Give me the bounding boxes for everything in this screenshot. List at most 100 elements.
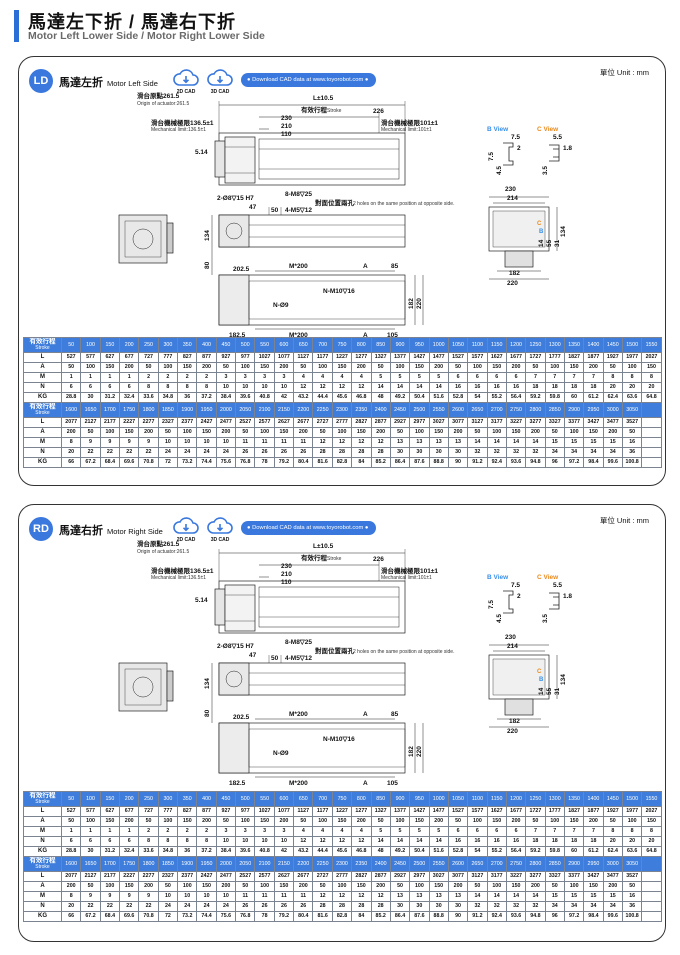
table-cell: 32 [505,901,527,912]
table-cell: 10 [235,836,256,847]
table-cell: 36 [621,447,643,458]
table-cell: 1877 [583,806,604,817]
table-cell: 2727 [312,871,333,882]
table-cell [641,881,662,892]
table-cell: 100 [409,427,430,438]
table-cell: 55.2 [486,392,507,403]
table-cell: 73.2 [177,457,198,468]
table-cell: 88.8 [428,457,449,468]
table-cell: 6 [447,826,469,837]
table-cell: 7 [583,372,604,383]
end-dim-55: 55 [546,239,553,247]
table-cell: 64.8 [641,392,662,403]
table-cell: 12 [351,836,372,847]
stroke-label-en: Stroke [35,410,50,416]
table-cell: 16 [621,437,643,448]
table-cell: 50 [80,881,101,892]
stroke-value-cell: 850 [370,337,391,353]
stroke-value-cell: 2100 [254,402,275,418]
table-cell: 18 [525,836,546,847]
table-cell: 7 [563,372,585,383]
table-cell: 2077 [60,871,82,882]
dim-a-top-label: A [363,711,368,718]
b-dim-75: 7.5 [511,134,520,141]
table-cell: 1527 [447,352,469,363]
cad-3d-link[interactable]: 3D CAD [205,517,235,545]
table-cell: 2827 [351,417,372,428]
table-cell: 14 [467,891,488,902]
table-cell: 44.4 [312,846,333,857]
table-cell: 79.2 [273,911,295,922]
table-cell: 927 [215,352,237,363]
table-cell: 10 [196,437,217,448]
cad-3d-link[interactable]: 3D CAD [205,69,235,97]
table-cell: 4 [351,372,372,383]
download-cad-link[interactable]: ● Download CAD data at www.toyorobot.com… [241,73,377,87]
stroke-value-cell: 350 [177,337,198,353]
table-cell: 50 [447,362,469,373]
table-cell: 100.8 [621,457,643,468]
table-cell: 12 [312,836,333,847]
table-cell: 50 [215,816,237,827]
table-cell: 12 [370,891,391,902]
table-cell: 82.8 [331,911,353,922]
table-cell: 2027 [641,806,662,817]
table-cell: 12 [331,382,353,393]
table-cell: 100 [177,881,198,892]
table-cell: 150 [486,816,507,827]
table-cell: 9 [99,437,121,448]
table-cell: 2427 [196,417,217,428]
table-cell: 150 [563,362,585,373]
table-cell: 62.4 [602,392,623,403]
dim-110-label: 110 [281,579,292,586]
table-cell: 30 [389,447,411,458]
table-cell: 54 [467,392,488,403]
table-cell: 14 [505,437,527,448]
stroke-value-cell [641,402,662,418]
table-cell: 877 [196,352,217,363]
stroke-value-cell: 1600 [60,402,82,418]
table-cell: 677 [119,806,140,817]
stroke-value-cell: 1150 [486,337,507,353]
table-cell: 2527 [235,417,256,428]
table-cell: 1477 [428,352,449,363]
table-cell: 150 [505,427,527,438]
table-cell: 38.4 [215,846,237,857]
table-cell: 20 [641,836,662,847]
table-cell: 8 [641,372,662,383]
table-cell: 52.8 [447,392,469,403]
table-cell: 96 [544,911,565,922]
table-cell: 11 [273,891,295,902]
table-cell: 22 [119,447,140,458]
table-cell: 73.2 [177,911,198,922]
table-cell: 150 [583,881,604,892]
table-cell: 150 [254,816,275,827]
stroke-value-cell: 400 [196,791,217,807]
stroke-value-cell: 700 [312,791,333,807]
table-cell: 37.2 [196,846,217,857]
cad-2d-link[interactable]: 2D CAD [171,517,201,545]
b-dim-2: 2 [517,145,521,152]
table-cell: 1127 [293,806,314,817]
cad-2d-link[interactable]: 2D CAD [171,69,201,97]
table-cell: 4 [312,372,333,383]
table-cell: 150 [119,881,140,892]
opposite-holes-zh: 對面位置兩孔 [315,198,355,207]
stroke-value-cell: 1050 [447,337,469,353]
stroke-value-cell: 300 [157,791,179,807]
download-cad-link[interactable]: ● Download CAD data at www.toyorobot.com… [241,521,377,535]
stroke-value-cell: 300 [157,337,179,353]
table-cell: 79.2 [273,457,295,468]
stroke-value-cell: 1250 [525,791,546,807]
table-cell: 2877 [370,871,391,882]
table-cell: 50 [235,881,256,892]
stroke-value-cell: 2550 [428,402,449,418]
table-cell: 9 [80,891,101,902]
dim-1825-label: 182.5 [229,780,246,785]
c-view-label: C View [537,574,559,581]
table-cell: 200 [505,362,527,373]
